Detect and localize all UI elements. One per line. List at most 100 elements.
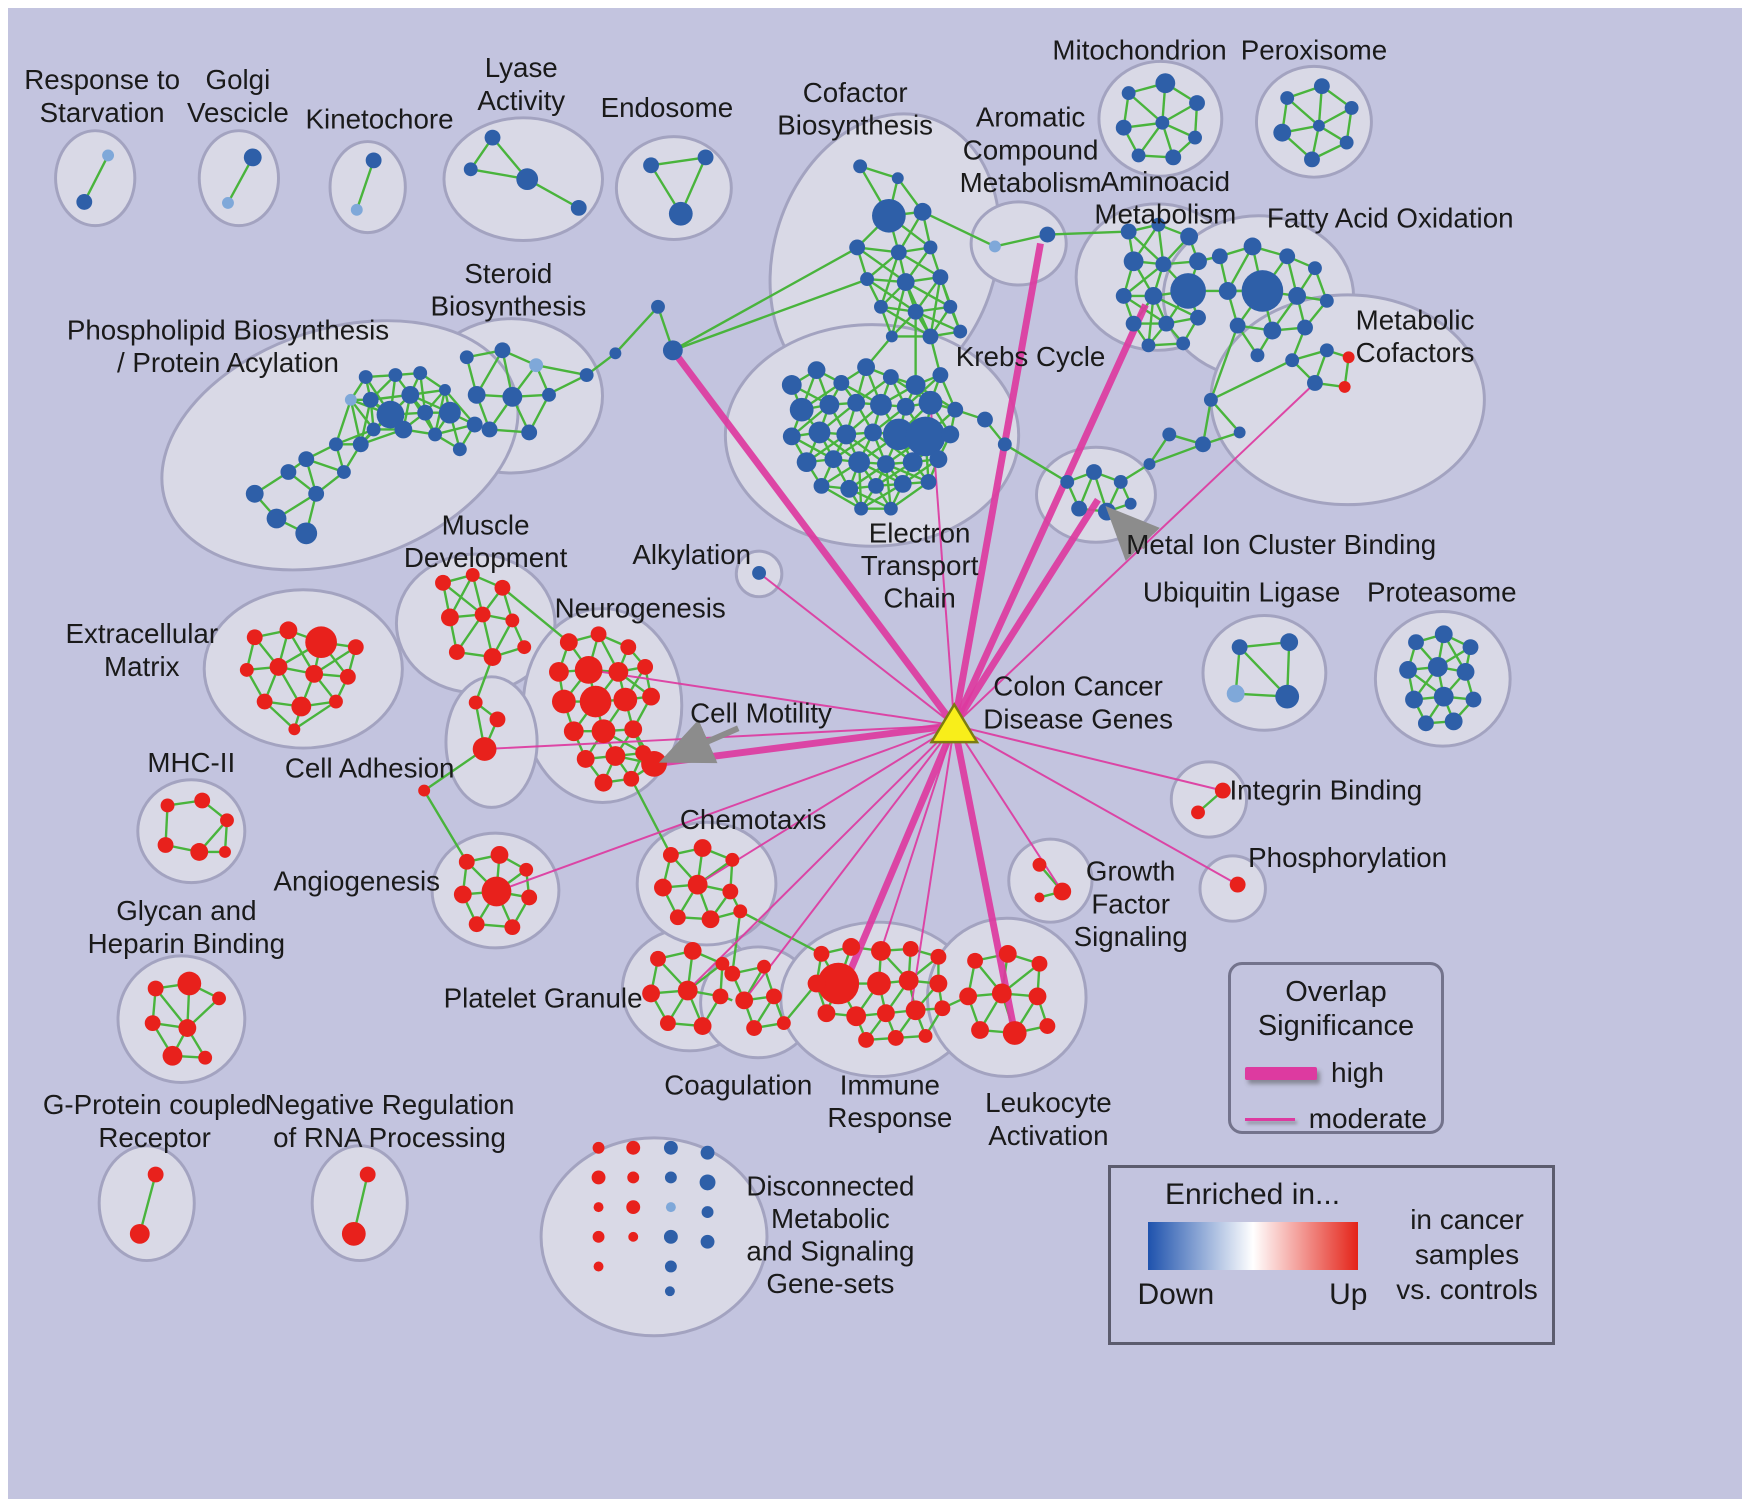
gene-set-node: [593, 1202, 604, 1213]
gene-set-node: [459, 350, 474, 365]
label-endosome: Endosome: [601, 92, 734, 123]
gene-set-node: [781, 375, 802, 395]
gene-set-node: [1344, 101, 1359, 115]
gene-set-node: [842, 938, 861, 956]
gene-set-node: [490, 846, 509, 864]
gene-set-node: [474, 606, 491, 623]
gene-set-node: [502, 386, 523, 407]
cluster-edge-mitochondrion: [1127, 92, 1164, 124]
gene-set-node: [1312, 119, 1325, 132]
gene-set-node: [913, 202, 932, 221]
gene-set-node: [943, 299, 958, 314]
gene-set-node: [808, 421, 831, 444]
gene-set-link: [630, 778, 672, 856]
gene-set-node: [817, 1004, 836, 1023]
gene-set-node: [1120, 223, 1137, 240]
overlap-edge-moderate: [496, 724, 955, 893]
gene-set-node: [1313, 78, 1330, 95]
gene-set-node: [435, 574, 451, 591]
gene-set-node: [663, 1229, 678, 1244]
gene-set-node: [463, 162, 478, 177]
gene-set-node: [663, 1140, 678, 1155]
gene-set-node: [1039, 226, 1056, 243]
gene-set-node: [1229, 876, 1246, 893]
gene-set-node: [853, 159, 868, 174]
layer-nodes: [76, 73, 1482, 1297]
gene-set-node: [1456, 662, 1475, 681]
gene-set-node: [934, 1000, 951, 1017]
gene-set-node: [664, 1260, 677, 1273]
gene-set-node: [665, 1202, 676, 1213]
gene-set-node: [722, 883, 739, 900]
moderate-significance-label: moderate: [1308, 1103, 1427, 1134]
gene-set-node: [746, 1020, 763, 1036]
high-significance-label: high: [1331, 1057, 1384, 1088]
gene-set-node: [813, 477, 830, 494]
down-label: Down: [1137, 1278, 1215, 1311]
gene-set-node: [280, 464, 297, 480]
gene-set-node: [1032, 857, 1047, 872]
moderate-significance-row: moderate: [1245, 1103, 1427, 1135]
gene-set-node: [298, 451, 315, 468]
enrichment-caption: in cancer samples vs. controls: [1396, 1176, 1538, 1332]
cluster-edge-kinetochore: [355, 159, 375, 211]
layer-overlap: [484, 242, 1316, 1034]
gene-set-node: [129, 1223, 150, 1244]
overlap-edge-high: [670, 348, 958, 728]
gene-set-link: [614, 305, 659, 355]
cluster-edge-cell-adhesion: [423, 748, 486, 792]
gene-set-node: [858, 1032, 875, 1048]
gene-set-node: [907, 303, 924, 320]
gene-set-node: [1319, 293, 1334, 308]
overlap-edge-high: [842, 723, 958, 984]
gene-set-node: [1250, 348, 1265, 363]
gene-set-node: [677, 980, 698, 1001]
gene-set-node: [1288, 287, 1307, 305]
layer-arrows: [658, 506, 1160, 764]
gene-set-node: [796, 452, 817, 473]
gene-set-node: [1408, 634, 1424, 651]
gene-set-node: [350, 203, 363, 216]
cluster-edge-metabolic-cofactors: [1149, 443, 1204, 466]
gene-set-node: [627, 1171, 640, 1184]
gene-set-link: [922, 210, 996, 248]
gene-set-node: [1170, 273, 1206, 309]
gene-set-link: [535, 364, 587, 377]
gene-set-node: [1214, 782, 1231, 799]
gene-set-node: [701, 1206, 714, 1219]
gene-set-node: [441, 608, 459, 627]
gene-set-node: [481, 876, 512, 907]
enrichment-legend-title: Enriched in...: [1164, 1178, 1341, 1211]
gene-set-node: [472, 737, 497, 761]
gene-set-node: [642, 687, 660, 706]
cluster-edge-g-protein-coupled-receptor: [138, 1174, 157, 1235]
gene-set-node: [932, 367, 949, 383]
cluster-edge-metabolic-cofactors: [1210, 359, 1293, 401]
gene-set-node: [295, 522, 318, 545]
gene-set-node: [1113, 474, 1128, 489]
gene-set-node: [256, 693, 273, 710]
cluster-edge-aminoacid-metabolism: [1122, 263, 1165, 297]
gene-set-node: [920, 473, 937, 490]
gene-set-node: [220, 813, 234, 828]
gene-set-node: [700, 1145, 715, 1160]
gene-set-node: [308, 485, 325, 502]
gene-set-node: [643, 157, 659, 174]
gene-set-node: [876, 1004, 895, 1023]
gene-set-node: [198, 1050, 213, 1065]
enrichment-endpoints: Down Up: [1138, 1278, 1368, 1312]
gene-set-node: [941, 425, 960, 444]
gene-set-node: [504, 919, 521, 936]
gene-set-node: [1189, 95, 1205, 111]
gene-set-node: [715, 956, 730, 971]
gene-set-node: [650, 950, 666, 967]
gene-set-link: [501, 586, 570, 644]
gene-set-node: [918, 390, 943, 415]
